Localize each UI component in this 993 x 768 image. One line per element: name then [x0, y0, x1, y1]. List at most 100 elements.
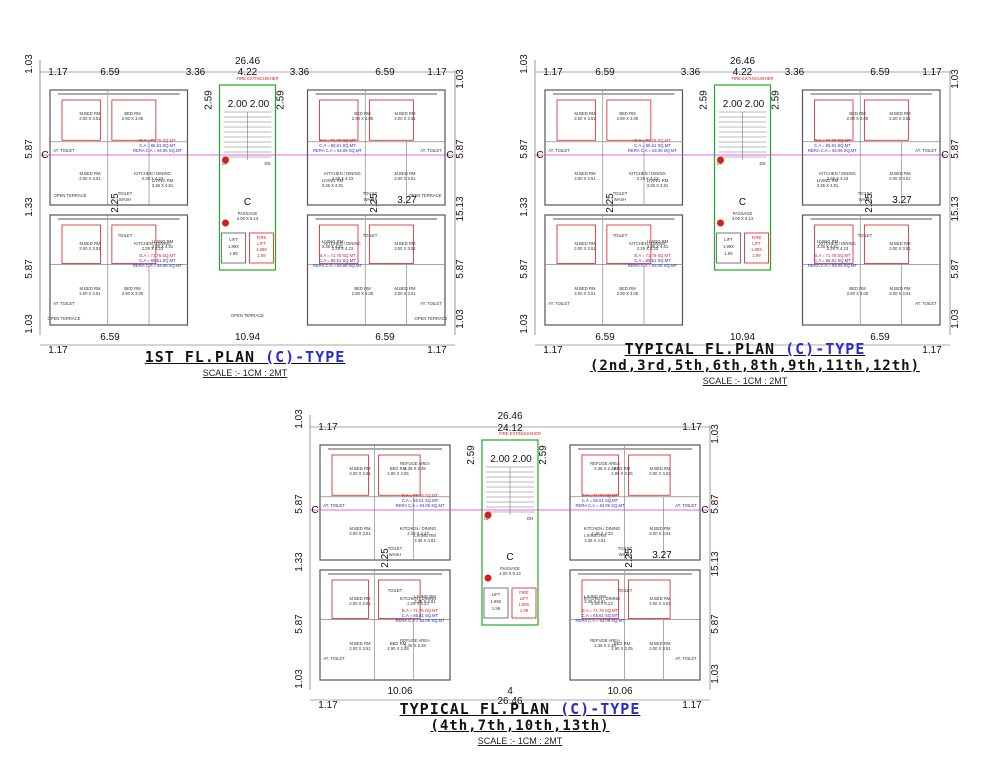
room-living-size: 3.36 X 4.81 — [152, 183, 174, 188]
room-bed: BED RM — [849, 111, 866, 116]
room-toilet: TOILET — [388, 588, 403, 593]
room-wash: WASH — [389, 552, 401, 557]
stair-up: UP — [484, 516, 490, 521]
room-outline — [814, 224, 854, 264]
fire-point-icon — [222, 156, 229, 164]
dimension-bottom: 4 — [507, 686, 513, 697]
area-rera: RERA C.A = 64.06 SQ.MT — [628, 263, 677, 268]
area-ca: C.A = 65.61 SQ.MT — [814, 258, 851, 263]
core-outline — [713, 84, 772, 271]
scale-label: SCALE :- 1CM : 2MT — [202, 368, 288, 378]
lift-size: 1.89X — [723, 244, 734, 249]
dimension-left: 1.03 — [294, 669, 305, 689]
room-bed-size: 2.90 X 3.05 — [387, 646, 409, 651]
room-outline — [61, 99, 101, 141]
core-outline — [481, 439, 539, 626]
fire-lift-shaft — [511, 587, 537, 619]
room-att-toilet: AT. TOILET — [548, 301, 570, 306]
lift-size: 1.99 — [724, 251, 733, 256]
dimension-bottom: 6.59 — [100, 332, 120, 343]
fire-lift-shaft — [744, 232, 769, 264]
room-living-size: 3.36 X 4.81 — [817, 244, 839, 249]
dimension-lobby: 2.59 — [538, 445, 549, 465]
room-mbed: M.BED RM — [890, 171, 911, 176]
room-mbed: M.BED RM — [395, 111, 416, 116]
room-outline — [319, 99, 359, 141]
room-living: LIVING RM — [647, 178, 669, 183]
room-wash: WASH — [859, 197, 871, 202]
dimension-lobby: 2.59 — [276, 90, 287, 110]
room-mbed-size: 3.00 X 3.51 — [349, 471, 371, 476]
room-open-terrace: OPEN TERRACE — [415, 316, 448, 321]
room-mbed: M.BED RM — [350, 641, 371, 646]
section-marker: C — [941, 150, 948, 161]
room-living: LIVING RM — [322, 239, 344, 244]
fire-lift-size: 1.99 — [257, 253, 266, 258]
dimension-right: 5.87 — [950, 259, 961, 279]
fire-lift-size: 1.99 — [520, 608, 529, 613]
room-kitchen-size: 2.29 X 4.23 — [332, 176, 354, 181]
room-living-size: 3.36 X 4.81 — [322, 183, 344, 188]
room-living-size: 3.36 X 4.81 — [647, 244, 669, 249]
dimension-lobby: 2.59 — [466, 445, 477, 465]
room-bed: BED RM — [614, 641, 631, 646]
room-outline — [111, 99, 157, 141]
room-bed: BED RM — [614, 466, 631, 471]
section-marker: C — [41, 150, 48, 161]
area-ca: C.A = 65.61 SQ.MT — [319, 258, 356, 263]
flat-outline — [306, 89, 446, 206]
area-rera: RERA C.A = 64.06 SQ.MT — [133, 263, 182, 268]
room-bed-size: 2.90 X 3.05 — [611, 646, 633, 651]
room-bed: BED RM — [354, 111, 371, 116]
fire-lift-size: 1.89X — [751, 247, 762, 252]
fire-point-icon — [222, 219, 229, 227]
dimension-bottom: 6.59 — [375, 332, 395, 343]
area-ba: B.A = 71.76 SQ.MT — [814, 253, 851, 258]
room-toilet: TOILET — [363, 191, 378, 196]
dimension-left: 5.87 — [519, 139, 530, 159]
room-mbed-size: 3.00 X 3.51 — [889, 176, 911, 181]
room-kitchen: KITCHEN / DINING — [584, 596, 621, 601]
flat-outline — [801, 89, 941, 206]
flat-outline — [801, 214, 941, 326]
room-att-toilet: AT. TOILET — [915, 301, 937, 306]
passage-size: 4.00 X 5.13 — [499, 571, 521, 576]
fire-lift-label: LIFT — [520, 596, 529, 601]
room-kitchen: KITCHEN / DINING — [400, 526, 437, 531]
room-mbed: M.BED RM — [575, 241, 596, 246]
room-bed: BED RM — [619, 286, 636, 291]
room-mbed: M.BED RM — [350, 526, 371, 531]
room-outline — [331, 454, 369, 496]
room-refuge: REFUGE AREA — [590, 461, 620, 466]
room-bed: BED RM — [124, 286, 141, 291]
dimension-right: 1.03 — [950, 69, 961, 89]
room-living-size: 3.36 X 4.81 — [322, 244, 344, 249]
fire-extinguisher-note: FIRE EXTINGUISHER — [499, 431, 541, 436]
room-mbed: M.BED RM — [350, 466, 371, 471]
room-mbed-size: 3.00 X 3.51 — [394, 176, 416, 181]
room-toilet: TOILET — [388, 546, 403, 551]
dimension-top: 3.36 — [290, 67, 310, 78]
plan-caption-2: TYPICAL FL.PLAN (C)-TYPE (2nd,3rd,5th,6t… — [590, 340, 919, 386]
room-bed-size: 2.90 X 3.05 — [122, 116, 144, 121]
room-outline — [581, 454, 619, 496]
room-refuge-size: 2.36 X 2.48 — [404, 643, 426, 648]
dimension-overall: 26.46 — [730, 56, 755, 67]
dimension-overall: 26.46 — [497, 696, 522, 707]
dimension-right: 5.87 — [710, 494, 721, 514]
room-mbed-size: 3.00 X 3.51 — [349, 601, 371, 606]
room-living: LIVING RM — [152, 178, 174, 183]
fire-lift-label: LIFT — [752, 241, 761, 246]
plan-title: TYPICAL FL.PLAN (C)-TYPE — [399, 700, 641, 718]
room-toilet: TOILET — [618, 588, 633, 593]
room-kitchen-size: 2.29 X 4.23 — [591, 601, 613, 606]
dimension-inner: 24.12 — [497, 423, 522, 434]
dimension-left: 1.33 — [24, 197, 35, 217]
dimension-lobby: 2.59 — [771, 90, 782, 110]
room-refuge: REFUGE AREA — [590, 638, 620, 643]
area-rera: RERA C.A = 64.06 SQ.MT — [396, 618, 445, 623]
flat-outline — [306, 214, 446, 326]
